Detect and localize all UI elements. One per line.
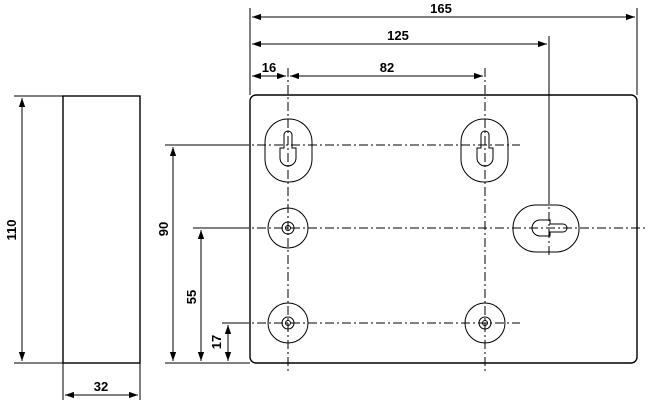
dimension-left-edge-to-hole: 16: [252, 60, 286, 80]
dimension-height-label: 110: [4, 220, 19, 241]
dimension-bottom-hole-height-label: 17: [209, 335, 224, 349]
mounting-hole-middle-left: [267, 207, 309, 249]
dimension-overall-width: 165: [249, 1, 638, 95]
mounting-hole-bottom-left: [267, 302, 309, 344]
front-view: [240, 68, 645, 372]
center-lines: [240, 68, 645, 372]
dimension-slot-to-hole-label: 125: [387, 28, 409, 43]
side-view: 110 32: [4, 95, 141, 400]
dimension-bottom-hole-height: 17: [209, 322, 240, 361]
front-view-outline: [249, 94, 638, 364]
dimension-left-edge-to-hole-label: 16: [262, 60, 276, 75]
mounting-hole-bottom-right: [464, 302, 506, 344]
dimension-middle-hole-height: 55: [184, 227, 240, 361]
dimension-slot-height: 90: [156, 144, 250, 364]
keyhole-slot-left: [264, 118, 313, 183]
dimension-slot-height-label: 90: [156, 222, 171, 236]
dimension-height: 110: [4, 95, 63, 364]
dimension-slot-to-hole: 125: [252, 28, 550, 195]
dimension-overall-width-label: 165: [430, 1, 452, 16]
dimension-depth-label: 32: [94, 379, 108, 394]
keyhole-slot-right: [460, 118, 509, 183]
keyhole-slot-side: [512, 204, 580, 253]
dimension-hole-spacing: 82: [290, 60, 483, 80]
side-view-outline: [62, 95, 141, 364]
dimension-depth: 32: [62, 363, 141, 400]
dimension-middle-hole-height-label: 55: [184, 290, 199, 304]
dimension-hole-spacing-label: 82: [380, 60, 394, 75]
